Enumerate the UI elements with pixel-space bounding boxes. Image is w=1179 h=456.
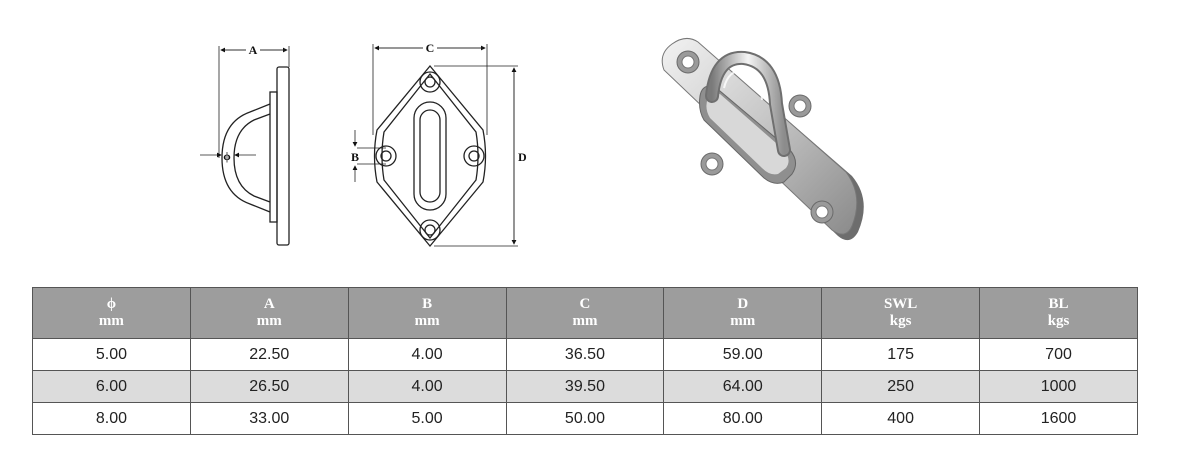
cell-phi: 6.00: [32, 370, 191, 403]
top-view-drawing: [352, 44, 518, 248]
cell-bl: 1000: [979, 370, 1138, 403]
dim-phi-label: ϕ: [223, 149, 231, 163]
cell-bl: 700: [979, 338, 1138, 371]
cell-a: 26.50: [189, 370, 349, 403]
cell-c: 39.50: [505, 370, 665, 403]
cell-a: 22.50: [189, 338, 349, 371]
cell-swl: 400: [821, 402, 981, 435]
product-figure: A ϕ C B D: [200, 38, 864, 248]
dim-a-label-bg: [246, 43, 260, 57]
cell-c: 36.50: [505, 338, 665, 371]
dim-b-label-bg: [348, 151, 362, 163]
dim-a-label: A: [249, 43, 258, 57]
table-row: 8.00 33.00 5.00 50.00 80.00 400 1600: [32, 402, 1138, 435]
dim-b-label: B: [351, 150, 359, 164]
cell-b: 5.00: [347, 402, 507, 435]
cell-swl: 175: [821, 338, 981, 371]
cell-c: 50.00: [505, 402, 665, 435]
side-view-drawing: [200, 46, 290, 246]
dim-d-label: D: [518, 150, 527, 164]
cell-d: 59.00: [663, 338, 823, 371]
cell-phi: 8.00: [32, 402, 191, 435]
cell-b: 4.00: [347, 338, 507, 371]
product-photo: [661, 38, 864, 241]
cell-a: 33.00: [189, 402, 349, 435]
cell-phi: 5.00: [32, 338, 191, 371]
table-row: 6.00 26.50 4.00 39.50 64.00 250 1000: [32, 370, 1138, 403]
table-row: 5.00 22.50 4.00 36.50 59.00 175 700: [32, 338, 1138, 371]
cell-b: 4.00: [347, 370, 507, 403]
dim-c-label: C: [426, 41, 435, 55]
cell-d: 64.00: [663, 370, 823, 403]
cell-bl: 1600: [979, 402, 1138, 435]
cell-d: 80.00: [663, 402, 823, 435]
dim-c-label-bg: [423, 41, 437, 55]
cell-swl: 250: [821, 370, 981, 403]
